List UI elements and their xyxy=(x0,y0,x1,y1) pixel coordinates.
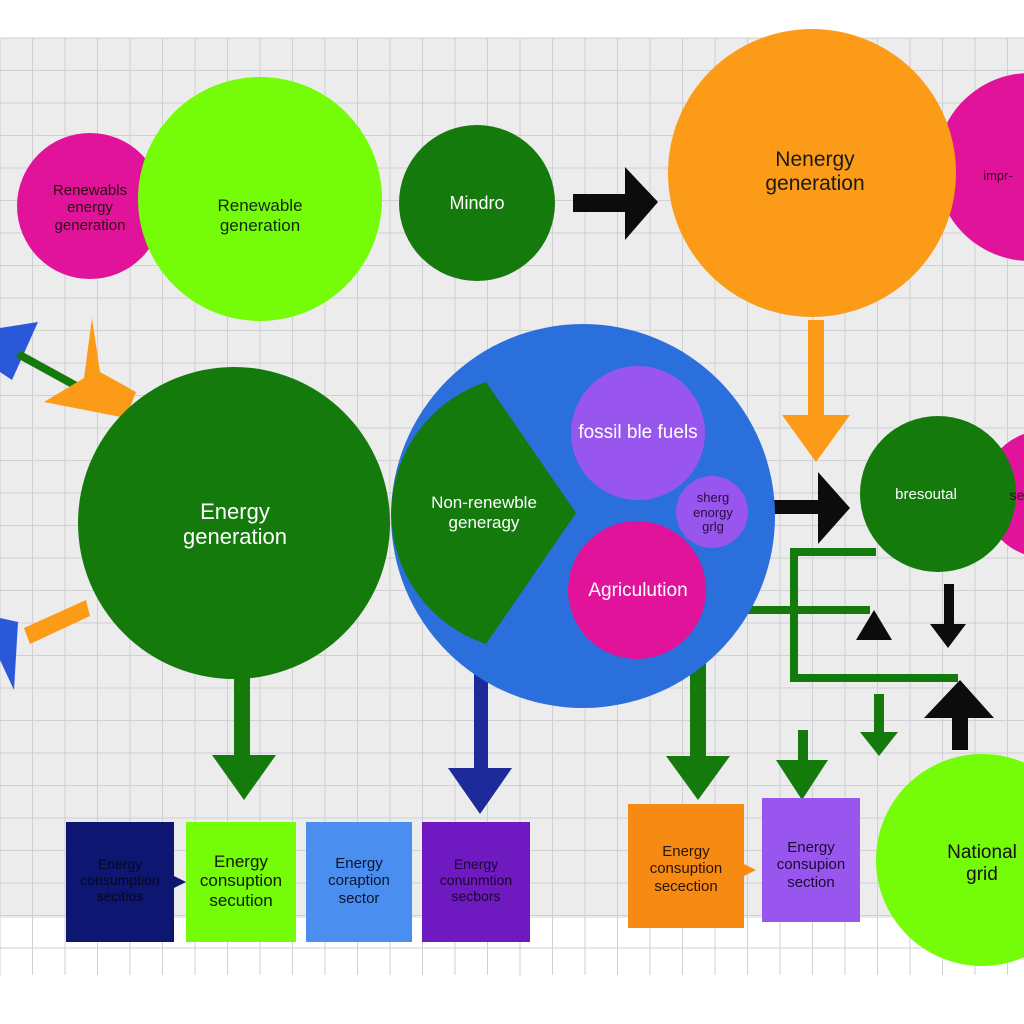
boxes xyxy=(66,798,860,942)
arrow-to-bresoutal xyxy=(766,472,850,544)
arrow-mindro-to-nenergy xyxy=(573,167,658,240)
node-energy-generation xyxy=(78,367,390,679)
node-bresoutal xyxy=(860,416,1016,572)
arrow-black-up-small xyxy=(856,610,892,640)
arrow-green-down-right xyxy=(860,694,898,756)
box-arrow-5 xyxy=(744,864,756,876)
connector-lines xyxy=(734,548,958,682)
box-6 xyxy=(762,798,860,922)
node-renewable-energy-generation xyxy=(17,133,163,279)
arrow-left-orange-top xyxy=(44,318,136,418)
arrow-nonrenewable-down xyxy=(448,664,512,814)
node-mindro xyxy=(399,125,555,281)
arrow-nenergy-down xyxy=(782,320,850,462)
nodes xyxy=(17,29,1024,966)
node-non-renewable-generagy xyxy=(391,382,576,644)
arrow-black-up-large xyxy=(924,680,994,750)
node-nenergy-generation xyxy=(668,29,956,317)
box-3 xyxy=(306,822,412,942)
arrow-left-blue-bottom xyxy=(0,618,18,690)
box-arrow-1 xyxy=(174,876,186,888)
box-4 xyxy=(422,822,530,942)
arrow-agri-down xyxy=(666,655,730,800)
node-impr xyxy=(936,73,1024,261)
node-fossil-fuels xyxy=(571,366,705,500)
arrow-black-down-bresoutal xyxy=(930,584,966,648)
arrow-left-orange-bottom xyxy=(24,600,90,644)
arrow-left-blue-top xyxy=(0,322,38,380)
arrow-energy-generation-down xyxy=(212,678,276,800)
arrow-left-green-line xyxy=(16,350,82,392)
node-national-grid xyxy=(876,754,1024,966)
box-5 xyxy=(628,804,744,928)
node-agriculution xyxy=(568,521,706,659)
arrows xyxy=(0,167,994,814)
box-1 xyxy=(66,822,174,942)
box-2 xyxy=(186,822,296,942)
arrow-green-down-small xyxy=(776,730,828,800)
node-renewable-generation xyxy=(138,77,382,321)
node-sherg-energy-grid xyxy=(676,476,748,548)
